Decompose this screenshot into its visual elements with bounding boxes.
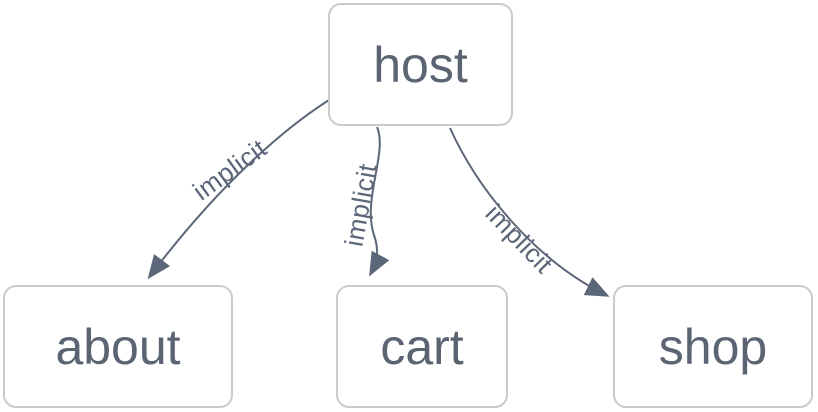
edge-host-about[interactable] [147,99,330,280]
node-about[interactable]: about [3,285,233,408]
node-host[interactable]: host [328,3,513,126]
edge-host-shop[interactable] [449,127,610,297]
node-cart-label: cart [380,318,464,375]
edge-host-cart[interactable] [369,126,390,277]
node-shop-label: shop [658,318,768,375]
node-cart[interactable]: cart [336,285,508,408]
node-host-label: host [373,36,468,93]
node-about-label: about [55,318,181,375]
node-shop[interactable]: shop [613,285,813,408]
